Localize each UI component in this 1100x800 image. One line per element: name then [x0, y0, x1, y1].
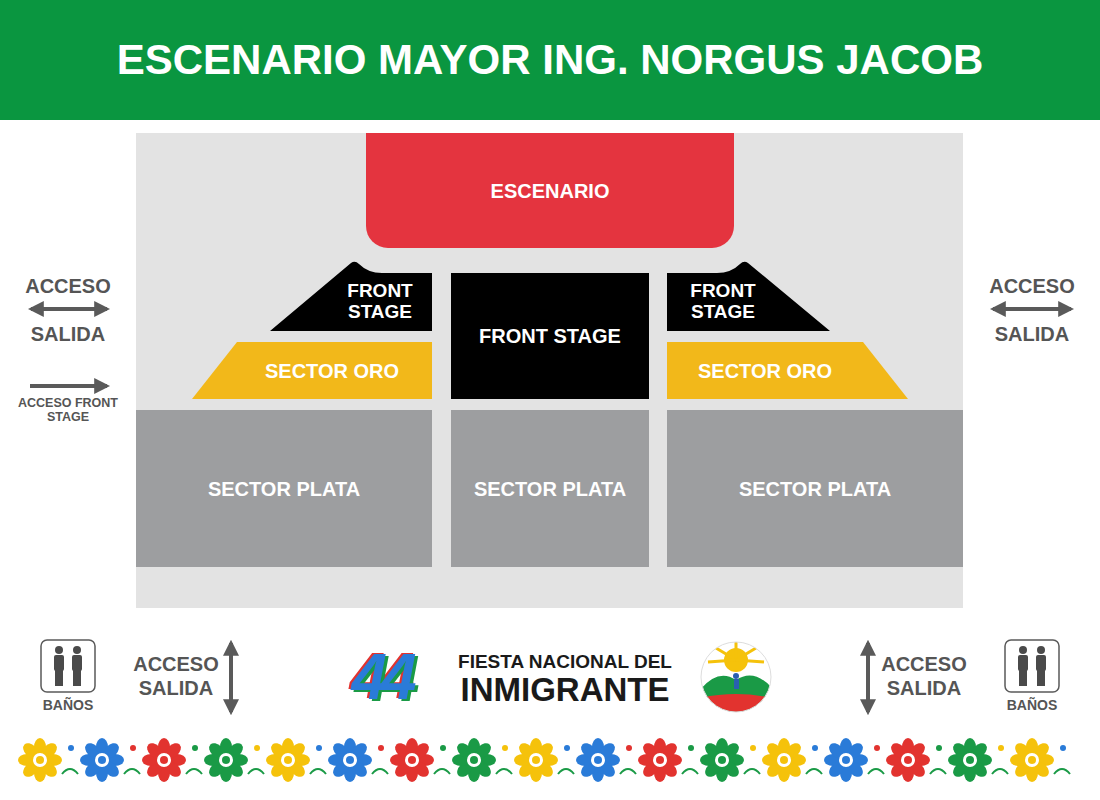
toilets-label: BAÑOS [992, 697, 1072, 714]
access-arrow [30, 384, 107, 388]
text-area: SECTOR PLATA [451, 410, 649, 567]
access-arrow [229, 643, 233, 712]
title-band [0, 0, 1100, 120]
section-label: SECTOR PLATA [739, 478, 891, 500]
front-stage-access-label: ACCESO FRONT STAGE [16, 397, 120, 425]
section-label: FRONT STAGE [671, 281, 775, 323]
section-label: FRONT STAGE [332, 281, 428, 323]
stage-box: ESCENARIO [366, 133, 734, 248]
text-area: SECTOR ORO [232, 342, 432, 399]
silver-sector: SECTOR PLATA [667, 410, 963, 567]
section-label: SECTOR PLATA [208, 478, 360, 500]
logo-number: 44 [326, 639, 436, 716]
section-label: SECTOR ORO [265, 360, 399, 382]
section-label: SECTOR PLATA [474, 478, 626, 500]
gold-sector: SECTOR ORO [667, 342, 908, 399]
text-area: FRONT STAGE [667, 273, 779, 331]
venue-ground [136, 133, 963, 608]
festival-emblem [700, 640, 772, 713]
access-label: ACCESO [977, 274, 1087, 298]
front-stage-section: FRONT STAGE [667, 259, 830, 331]
access-exit-label: ACCESO SALIDA [128, 652, 224, 700]
front-stage-section: FRONT STAGE [451, 273, 649, 399]
text-area: SECTOR ORO [667, 342, 863, 399]
section-label: SECTOR ORO [698, 360, 832, 382]
access-arrow [993, 307, 1071, 311]
logo-text: FIESTA NACIONAL DEL [458, 651, 672, 674]
text-area: FRONT STAGE [328, 273, 432, 331]
toilet-icon [41, 640, 95, 692]
logo-text: INMIGRANTE [461, 673, 670, 706]
gold-sector: SECTOR ORO [192, 342, 432, 399]
silver-sector: SECTOR PLATA [451, 410, 649, 567]
title-text: ESCENARIO MAYOR ING. NORGUS JACOB [117, 36, 984, 84]
access-arrow [31, 307, 107, 311]
exit-label: SALIDA [13, 322, 123, 346]
access-exit-label: ACCESO SALIDA [876, 652, 972, 700]
text-area: ESCENARIO [366, 133, 734, 248]
section-label: FRONT STAGE [479, 325, 621, 347]
section-label: ESCENARIO [491, 180, 610, 202]
exit-label: SALIDA [977, 322, 1087, 346]
text-area: SECTOR PLATA [136, 410, 432, 567]
text-area: FRONT STAGE [451, 273, 649, 399]
flower-border [18, 738, 1070, 782]
silver-sector: SECTOR PLATA [136, 410, 432, 567]
title-band: ESCENARIO MAYOR ING. NORGUS JACOB [0, 0, 1100, 120]
toilets-label: BAÑOS [28, 697, 108, 714]
access-arrow [866, 643, 870, 712]
access-label: ACCESO [13, 274, 123, 298]
text-area: SECTOR PLATA [667, 410, 963, 567]
front-stage-section: FRONT STAGE [270, 259, 432, 331]
toilet-icon [1005, 640, 1059, 692]
